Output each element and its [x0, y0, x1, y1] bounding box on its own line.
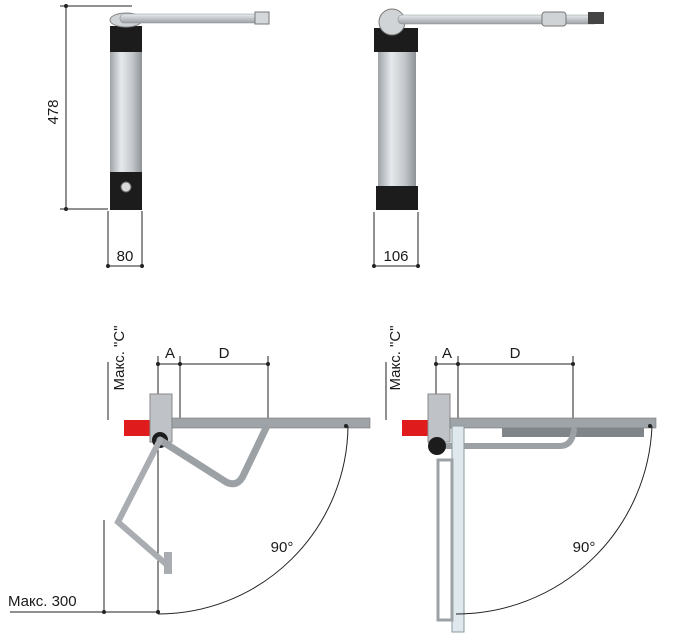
angle-label: 90° — [573, 539, 596, 556]
operator-head — [428, 437, 446, 455]
wall-red — [124, 420, 150, 436]
arm-front — [119, 13, 261, 24]
post — [427, 393, 451, 443]
gate-leaf — [171, 417, 371, 429]
dim-dot — [434, 362, 438, 366]
dim-dot — [178, 362, 182, 366]
a-label: A — [442, 345, 452, 362]
dim-dot — [344, 424, 348, 428]
top-cap-front — [110, 26, 142, 52]
dim-dot — [102, 610, 106, 614]
dim-dot — [266, 362, 270, 366]
angle-label: 90° — [271, 539, 294, 556]
max-300-label: Макс. 300 — [8, 593, 77, 610]
dim-dot — [156, 362, 160, 366]
dim-dot — [372, 264, 376, 268]
d-label: D — [510, 345, 521, 362]
arm-curve-right — [435, 427, 577, 449]
wall-red — [402, 420, 428, 436]
dim-dot — [64, 4, 68, 8]
width-label: 80 — [117, 248, 134, 265]
dim-dot — [156, 610, 160, 614]
dim-dot — [64, 207, 68, 211]
side-width-label: 106 — [383, 248, 408, 265]
swing-arc-left — [157, 425, 349, 615]
dim-dot — [106, 264, 110, 268]
arm-bracket-open — [164, 552, 172, 574]
arm-open — [114, 437, 169, 567]
swing-arc-right — [455, 425, 653, 615]
c-label: Макс. "C" — [111, 325, 128, 390]
operator-body-side — [378, 30, 416, 210]
front-view: 478 80 — [45, 4, 270, 268]
arm-side — [397, 14, 599, 25]
dim-dot — [648, 424, 652, 428]
side-view: 106 — [372, 8, 604, 268]
dim-dot — [571, 362, 575, 366]
install-right: A D Макс. "C" 90° — [385, 325, 657, 633]
arm-end-side — [588, 12, 604, 24]
d-label: D — [219, 345, 230, 362]
c-label: Макс. "C" — [387, 325, 404, 390]
arm-end-front — [254, 11, 270, 25]
a-label: A — [165, 345, 175, 362]
arm-open-right — [436, 458, 454, 622]
arm-joint-side — [541, 11, 567, 27]
dim-dot — [140, 264, 144, 268]
gate-open — [451, 425, 465, 633]
arm-closed — [156, 424, 270, 488]
dim-dot — [416, 264, 420, 268]
dim-dot — [456, 362, 460, 366]
height-label: 478 — [45, 99, 62, 124]
bottom-cap-side — [376, 186, 418, 210]
lock-icon — [120, 181, 132, 193]
install-left: A D Макс. "C" 90° Макс. 300 — [8, 325, 371, 615]
gate-leaf — [449, 417, 657, 429]
